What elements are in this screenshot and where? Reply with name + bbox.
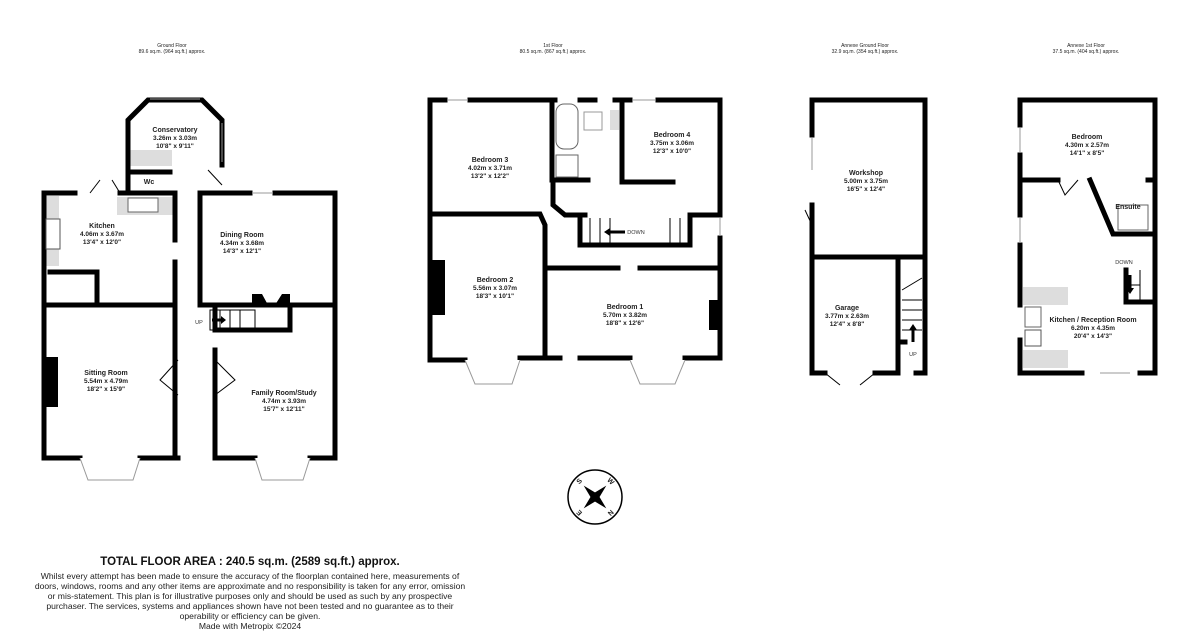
compass-s: S (576, 477, 584, 485)
compass-w: W (605, 477, 615, 487)
floor-header-first: 1st Floor 80.5 sq.m. (867 sq.ft.) approx… (520, 43, 587, 55)
room-workshop-name: Workshop (849, 170, 883, 177)
room-annexe-bedroom-name: Bedroom (1072, 134, 1103, 141)
svg-text:37.5 sq.m. (404 sq.ft.) approx: 37.5 sq.m. (404 sq.ft.) approx. (1053, 49, 1120, 55)
svg-text:4.74m x 3.93m: 4.74m x 3.93m (262, 398, 306, 405)
room-ensuite-name: Ensuite (1115, 204, 1140, 211)
svg-text:4.34m x 3.68m: 4.34m x 3.68m (220, 240, 264, 247)
svg-text:12'4" x 8'8": 12'4" x 8'8" (830, 321, 865, 328)
svg-text:5.54m x 4.79m: 5.54m x 4.79m (84, 378, 128, 385)
floor-header-annexe-first: Annexe 1st Floor 37.5 sq.m. (404 sq.ft.)… (1053, 43, 1120, 55)
svg-text:14'3" x 12'1": 14'3" x 12'1" (223, 248, 261, 255)
credit: Made with Metropix ©2024 (198, 621, 302, 631)
svg-text:Annexe Ground Floor: Annexe Ground Floor (841, 43, 889, 49)
svg-text:4.30m x 2.57m: 4.30m x 2.57m (1065, 142, 1109, 149)
total-floor-area: TOTAL FLOOR AREA : 240.5 sq.m. (2589 sq.… (100, 556, 400, 568)
svg-text:3.77m x 2.63m: 3.77m x 2.63m (825, 313, 869, 320)
annexe-stairs-up-label: UP (909, 352, 917, 358)
compass-icon: N S W E (567, 469, 623, 525)
room-garage-name: Garage (835, 305, 859, 312)
svg-text:14'1" x 8'5": 14'1" x 8'5" (1070, 150, 1105, 157)
svg-text:80.5 sq.m. (867 sq.ft.) approx: 80.5 sq.m. (867 sq.ft.) approx. (520, 49, 587, 55)
svg-text:Ground Floor: Ground Floor (157, 43, 187, 49)
room-bedroom1-name: Bedroom 1 (607, 304, 644, 311)
svg-text:Annexe 1st Floor: Annexe 1st Floor (1067, 43, 1105, 49)
footer: TOTAL FLOOR AREA : 240.5 sq.m. (2589 sq.… (30, 556, 470, 631)
room-sitting-name: Sitting Room (84, 370, 128, 377)
compass-e: E (575, 508, 583, 516)
svg-text:13'2" x 12'2": 13'2" x 12'2" (471, 173, 509, 180)
room-bedroom3-name: Bedroom 3 (472, 157, 509, 164)
room-bedroom2-name: Bedroom 2 (477, 277, 514, 284)
annexe-ground-plan (804, 97, 928, 386)
svg-text:18'8" x 12'6": 18'8" x 12'6" (606, 320, 644, 327)
annexe-stairs-down-label: DOWN (1115, 260, 1132, 266)
room-family-name: Family Room/Study (251, 390, 316, 397)
room-conservatory-name: Conservatory (152, 127, 197, 134)
svg-text:20'4" x 14'3": 20'4" x 14'3" (1074, 333, 1112, 340)
svg-text:5.00m x 3.75m: 5.00m x 3.75m (844, 178, 888, 185)
svg-text:15'7" x 12'11": 15'7" x 12'11" (263, 406, 304, 413)
svg-text:3.26m x 3.03m: 3.26m x 3.03m (153, 135, 197, 142)
svg-text:10'8" x 9'11": 10'8" x 9'11" (156, 143, 194, 150)
floor-header-ground: Ground Floor 89.6 sq.m. (964 sq.ft.) app… (139, 43, 206, 55)
disclaimer: Whilst every attempt has been made to en… (34, 571, 466, 621)
ground-floor-plan (41, 97, 338, 481)
room-bedroom4-name: Bedroom 4 (654, 132, 691, 139)
svg-text:1st Floor: 1st Floor (543, 43, 563, 49)
svg-text:16'5" x 12'4": 16'5" x 12'4" (847, 186, 885, 193)
svg-text:32.9 sq.m. (354 sq.ft.) approx: 32.9 sq.m. (354 sq.ft.) approx. (832, 49, 899, 55)
svg-text:3.75m x 3.06m: 3.75m x 3.06m (650, 140, 694, 147)
stairs-up-label: UP (195, 320, 203, 326)
floor-header-annexe-ground: Annexe Ground Floor 32.9 sq.m. (354 sq.f… (832, 43, 899, 55)
first-floor-plan (427, 97, 723, 385)
compass-n: N (606, 508, 615, 517)
svg-text:89.6 sq.m. (964 sq.ft.) approx: 89.6 sq.m. (964 sq.ft.) approx. (139, 49, 206, 55)
annexe-first-plan (1017, 97, 1158, 376)
room-kitchen-name: Kitchen (89, 223, 115, 230)
stairs-down-label: DOWN (627, 230, 644, 236)
svg-text:5.56m x 3.07m: 5.56m x 3.07m (473, 285, 517, 292)
svg-text:4.06m x 3.67m: 4.06m x 3.67m (80, 231, 124, 238)
door-swings (89, 169, 236, 396)
svg-text:18'2" x 15'9": 18'2" x 15'9" (87, 386, 125, 393)
room-wc-name: Wc (144, 179, 155, 186)
room-annexe-kitchen-name: Kitchen / Reception Room (1049, 317, 1136, 324)
svg-text:6.20m x 4.35m: 6.20m x 4.35m (1071, 325, 1115, 332)
svg-text:18'3" x 10'1": 18'3" x 10'1" (476, 293, 514, 300)
room-dining-name: Dining Room (220, 232, 264, 239)
svg-text:5.70m x 3.82m: 5.70m x 3.82m (603, 312, 647, 319)
svg-text:12'3" x 10'0": 12'3" x 10'0" (653, 148, 691, 155)
svg-text:4.02m x 3.71m: 4.02m x 3.71m (468, 165, 512, 172)
svg-text:13'4" x 12'0": 13'4" x 12'0" (83, 239, 121, 246)
